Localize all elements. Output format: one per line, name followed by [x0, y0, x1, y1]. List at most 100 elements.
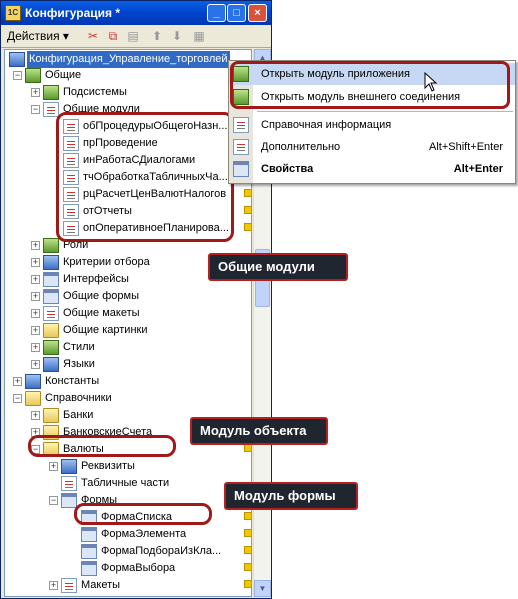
- close-button[interactable]: ×: [248, 4, 267, 22]
- tree-item-label: тчОбработкаТабличныхЧа...: [83, 171, 228, 183]
- tree-item-label: Реквизиты: [81, 460, 135, 472]
- tree-item-label: Общие формы: [63, 290, 139, 302]
- attributes-icon: [61, 459, 77, 474]
- menu-item-open-application-module[interactable]: Открыть модуль приложения: [229, 63, 515, 85]
- tree-root-label: Конфигурация_Управление_торговлей: [27, 51, 230, 68]
- tree-item-label: Критерии отбора: [63, 256, 150, 268]
- tree-item-filter-criteria[interactable]: + Критерии отбора: [5, 254, 251, 271]
- expand-icon[interactable]: +: [31, 359, 40, 369]
- down-icon[interactable]: ⬇: [171, 29, 183, 43]
- tree-item-label: ФормаПодбораИзКла...: [101, 545, 222, 557]
- expand-icon[interactable]: +: [31, 308, 40, 318]
- tree-item-module[interactable]: рцРасчетЦенВалютНалогов: [5, 186, 251, 203]
- menu-item-help-info[interactable]: Справочная информация: [229, 114, 515, 136]
- actions-menu-button[interactable]: Действия ▾: [7, 29, 69, 43]
- subsystems-icon: [43, 85, 59, 100]
- tree-item-label: Интерфейсы: [63, 273, 129, 285]
- tree-item-module[interactable]: тчОбработкаТабличныхЧа...: [5, 169, 251, 186]
- menu-shortcut: Alt+Shift+Enter: [429, 141, 503, 153]
- tree-item-constants[interactable]: + Константы: [5, 373, 251, 390]
- tree-item-module[interactable]: отОтчеты: [5, 203, 251, 220]
- catalogs-icon: [25, 391, 41, 406]
- maximize-button[interactable]: □: [227, 4, 246, 22]
- expand-icon[interactable]: +: [31, 274, 40, 284]
- templates-icon: [61, 578, 77, 593]
- tree-item-forms[interactable]: − Формы: [5, 492, 251, 509]
- tree-item-label: Справочники: [45, 392, 112, 404]
- toolbar: Действия ▾ ✂ ⧉ ▤ ⬆ ⬇ ▦: [1, 25, 271, 48]
- tree-item-tabular-parts[interactable]: Табличные части: [5, 475, 251, 492]
- collapse-icon[interactable]: −: [31, 104, 40, 114]
- minimize-button[interactable]: _: [207, 4, 226, 22]
- title-bar[interactable]: 1С Конфигурация * _ □ ×: [1, 1, 271, 25]
- common-templates-icon: [43, 306, 59, 321]
- tree-item-interfaces[interactable]: + Интерфейсы: [5, 271, 251, 288]
- tree-item-common-templates[interactable]: + Общие макеты: [5, 305, 251, 322]
- tree-item-module[interactable]: обПроцедурыОбщегоНазн...: [5, 118, 251, 135]
- paste-icon[interactable]: ▤: [127, 29, 139, 43]
- metadata-tree[interactable]: Конфигурация_Управление_торговлей − Общи…: [4, 49, 252, 597]
- expand-icon[interactable]: +: [31, 342, 40, 352]
- scroll-down-icon[interactable]: ▼: [254, 580, 271, 597]
- additional-icon: [233, 139, 249, 155]
- tree-item-languages[interactable]: + Языки: [5, 356, 251, 373]
- currencies-highlight: [28, 435, 176, 457]
- tree-item-common-pictures[interactable]: + Общие картинки: [5, 322, 251, 339]
- module-icon: [63, 136, 79, 151]
- expand-icon[interactable]: +: [49, 461, 58, 471]
- expand-icon[interactable]: +: [31, 87, 40, 97]
- expand-icon[interactable]: +: [13, 376, 22, 386]
- tree-item-roles[interactable]: + Роли: [5, 237, 251, 254]
- expand-icon[interactable]: +: [49, 580, 58, 590]
- module-icon: [63, 204, 79, 219]
- expand-icon[interactable]: +: [31, 291, 40, 301]
- tree-item-attributes[interactable]: + Реквизиты: [5, 458, 251, 475]
- tree-item-form[interactable]: ФормаПодбораИзКла...: [5, 543, 251, 560]
- expand-icon[interactable]: +: [31, 240, 40, 250]
- tree-item-catalogs[interactable]: − Справочники: [5, 390, 251, 407]
- catalog-icon: [43, 408, 59, 423]
- tree-item-form[interactable]: ФормаВыбора: [5, 560, 251, 577]
- mouse-cursor-icon: [424, 72, 438, 92]
- tree-item-subsystems[interactable]: + Подсистемы: [5, 84, 251, 101]
- menu-item-open-external-connection-module[interactable]: Открыть модуль внешнего соединения: [229, 86, 515, 108]
- tree-item-banks[interactable]: + Банки: [5, 407, 251, 424]
- module-icon: [233, 66, 249, 82]
- marker-icon: [244, 206, 251, 214]
- configuration-window: 1С Конфигурация * _ □ × Действия ▾ ✂ ⧉ ▤…: [0, 0, 272, 599]
- tree-item-label: Макеты: [81, 579, 121, 591]
- tree-item-common[interactable]: − Общие: [5, 67, 251, 84]
- tree-item-styles[interactable]: + Стили: [5, 339, 251, 356]
- styles-icon: [43, 340, 59, 355]
- collapse-icon[interactable]: −: [13, 70, 22, 80]
- tree-item-label: Языки: [63, 358, 95, 370]
- collapse-icon[interactable]: −: [49, 495, 58, 505]
- common-modules-highlight: [56, 112, 234, 242]
- tree-root[interactable]: Конфигурация_Управление_торговлей: [5, 51, 251, 68]
- copy-icon[interactable]: ⧉: [108, 29, 118, 43]
- tree-item-label: Общие: [45, 69, 82, 81]
- tree-item-label: рцРасчетЦенВалютНалогов: [83, 188, 227, 200]
- menu-item-properties[interactable]: Свойства Alt+Enter: [229, 158, 515, 180]
- expand-icon[interactable]: +: [31, 257, 40, 267]
- collapse-icon[interactable]: −: [13, 393, 22, 403]
- expand-icon[interactable]: +: [31, 410, 40, 420]
- cut-icon[interactable]: ✂: [87, 29, 99, 43]
- up-icon[interactable]: ⬆: [151, 29, 163, 43]
- expand-icon[interactable]: +: [31, 325, 40, 335]
- tree-item-form[interactable]: ФормаЭлемента: [5, 526, 251, 543]
- tree-item-module[interactable]: прПроведение: [5, 135, 251, 152]
- tree-item-label: Стили: [63, 341, 95, 353]
- properties-icon[interactable]: ▦: [193, 29, 205, 43]
- tree-item-common-forms[interactable]: + Общие формы: [5, 288, 251, 305]
- menu-item-additional[interactable]: Дополнительно Alt+Shift+Enter: [229, 136, 515, 158]
- languages-icon: [43, 357, 59, 372]
- common-modules-icon: [43, 102, 59, 117]
- tree-item-templates[interactable]: + Макеты: [5, 577, 251, 594]
- module-icon: [63, 187, 79, 202]
- tree-item-module[interactable]: инРаботаСДиалогами: [5, 152, 251, 169]
- menu-separator: [257, 111, 513, 112]
- form-list-highlight: [74, 503, 212, 525]
- tree-item-module[interactable]: опОперативноеПланирова...: [5, 220, 251, 237]
- tree-item-form[interactable]: ФормаСписка: [5, 509, 251, 526]
